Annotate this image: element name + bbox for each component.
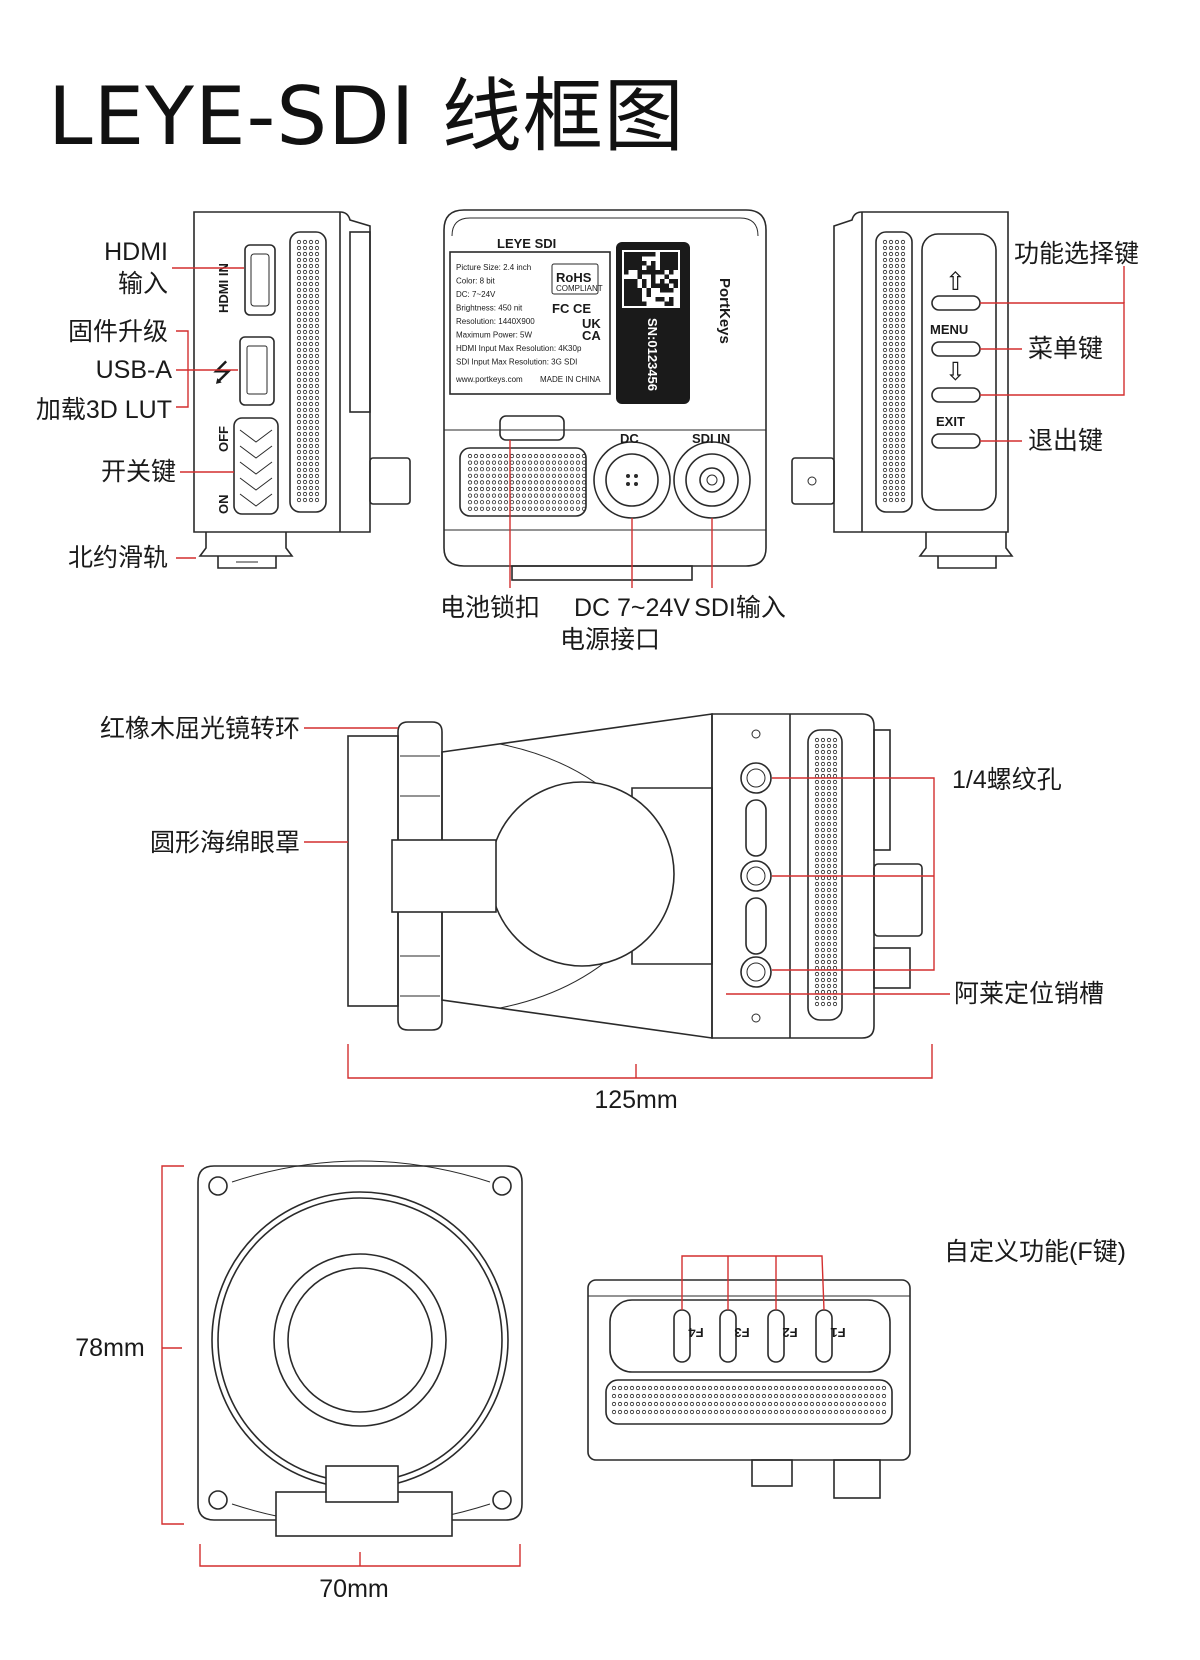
label-power-switch: 开关键 <box>101 458 176 486</box>
spec-line: Brightness: 450 nit <box>456 304 523 313</box>
right-speaker-grille <box>882 239 906 503</box>
ukca-mark-line2: CA <box>582 328 601 343</box>
key-f3: F3 <box>734 1325 749 1340</box>
left-side-view: HDMI IN ⭍ OFF ON <box>193 211 411 569</box>
usb-icon: ⭍ <box>212 359 233 387</box>
website-text: www.portkeys.com <box>455 375 523 384</box>
label-hdmi-in-line2: 输入 <box>118 270 168 298</box>
label-hdmi-in-line1: HDMI <box>104 238 168 266</box>
top-view <box>347 713 923 1039</box>
label-custom-keys: 自定义功能(F键) <box>944 1238 1126 1266</box>
label-firmware-upgrade: 固件升级 <box>68 318 168 346</box>
front-view <box>197 1160 523 1537</box>
dimension-height: 78mm <box>75 1334 144 1362</box>
made-in-text: MADE IN CHINA <box>540 375 601 384</box>
down-arrow-icon: ⇩ <box>945 358 966 386</box>
label-dc-power-line2: 电源接口 <box>560 626 660 654</box>
label-sdi-input: SDI输入 <box>694 594 786 622</box>
on-marking: ON <box>216 495 231 515</box>
spec-line: Picture Size: 2.4 inch <box>456 263 531 272</box>
label-function-select-key: 功能选择键 <box>1014 240 1139 268</box>
ukca-mark-line1: UK <box>582 316 601 331</box>
dimension-length: 125mm <box>594 1086 677 1114</box>
spec-line: Maximum Power: 5W <box>456 331 532 340</box>
back-speaker-grille <box>467 453 587 511</box>
left-view-leaders <box>172 267 244 559</box>
brand-logo: PortKeys <box>716 278 733 344</box>
serial-number: SN:0123456 <box>645 318 660 391</box>
right-view-leaders <box>980 266 1125 442</box>
label-focus-ring: 红橡木屈光镜转环 <box>100 715 300 743</box>
dimension-width: 70mm <box>319 1575 388 1603</box>
label-dc-power-line1: DC 7~24V <box>574 594 690 622</box>
off-marking: OFF <box>216 426 231 452</box>
bottom-view-leaders <box>681 1255 825 1311</box>
top-speaker-grille <box>814 737 838 1007</box>
spec-line: SDI Input Max Resolution: 3G SDI <box>456 358 577 367</box>
bottom-speaker-grille <box>611 1385 887 1415</box>
spec-line: HDMI Input Max Resolution: 4K30p <box>456 344 582 353</box>
key-f4: F4 <box>688 1325 704 1340</box>
top-view-leaders <box>304 727 950 1079</box>
key-f1: F1 <box>830 1325 845 1340</box>
label-exit-key: 退出键 <box>1028 427 1103 455</box>
spec-line: DC: 7~24V <box>456 290 496 299</box>
key-f2: F2 <box>782 1325 797 1340</box>
back-view-leaders <box>509 440 713 588</box>
label-arri-slot: 阿莱定位销槽 <box>954 980 1104 1008</box>
qr-code <box>622 250 680 308</box>
right-side-view: ⇧ ⇩ MENU EXIT <box>791 211 1014 569</box>
label-usb-a: USB-A <box>96 356 173 384</box>
label-nato-rail: 北约滑轨 <box>68 544 168 572</box>
left-speaker-grille <box>296 239 320 503</box>
label-thread-holes: 1/4螺纹孔 <box>952 766 1062 794</box>
bottom-view: F4 F3 F2 F1 <box>587 1279 911 1499</box>
label-battery-lock: 电池锁扣 <box>440 594 540 622</box>
menu-marking: MENU <box>930 322 968 337</box>
spec-line: Resolution: 1440X900 <box>456 317 535 326</box>
page-title: LEYE-SDI 线框图 <box>48 70 685 163</box>
label-load-3d-lut: 加载3D LUT <box>36 396 172 424</box>
rohs-mark: RoHS <box>556 270 592 285</box>
front-view-dimensions <box>161 1165 521 1567</box>
compliant-mark: COMPLIANT <box>556 284 603 293</box>
product-name: LEYE SDI <box>497 236 556 251</box>
label-menu-key: 菜单键 <box>1028 335 1103 363</box>
dc-marking: DC <box>620 431 639 446</box>
up-arrow-icon: ⇧ <box>945 268 966 296</box>
sdi-in-marking: SDI IN <box>692 431 730 446</box>
exit-marking: EXIT <box>936 414 965 429</box>
fc-ce-mark: FC CE <box>552 301 591 316</box>
label-eyecup: 圆形海绵眼罩 <box>150 829 300 857</box>
hdmi-in-marking: HDMI IN <box>216 263 231 313</box>
spec-line: Color: 8 bit <box>456 277 495 286</box>
